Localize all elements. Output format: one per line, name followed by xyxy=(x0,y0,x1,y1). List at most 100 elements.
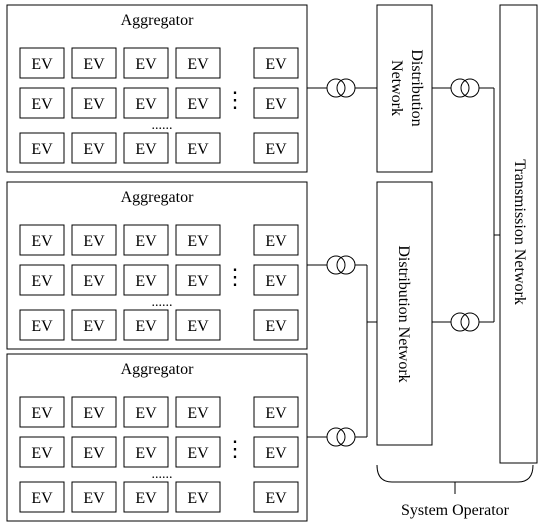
ev-label: EV xyxy=(135,233,157,250)
ev-box: EV xyxy=(175,436,221,468)
horizontal-ellipsis: ...... xyxy=(152,295,173,310)
ev-box: EV xyxy=(123,481,169,513)
ev-box: EV xyxy=(175,224,221,256)
ev-box: EV xyxy=(71,309,117,341)
ev-label: EV xyxy=(83,445,105,462)
aggregator-label: Aggregator xyxy=(121,12,195,29)
ev-label: EV xyxy=(265,96,287,113)
ev-box: EV xyxy=(123,264,169,296)
ev-label: EV xyxy=(31,56,53,73)
ev-box: EV xyxy=(123,224,169,256)
ev-label: EV xyxy=(83,233,105,250)
vertical-ellipsis: ⋮ xyxy=(224,436,246,461)
ev-box: EV xyxy=(253,396,299,428)
ev-label: EV xyxy=(83,141,105,158)
transformer-3 xyxy=(326,255,356,275)
ev-label: EV xyxy=(265,233,287,250)
ev-box: EV xyxy=(253,87,299,119)
ev-box: EV xyxy=(123,309,169,341)
ev-box: EV xyxy=(175,481,221,513)
ev-box: EV xyxy=(123,436,169,468)
transmission-network xyxy=(499,4,538,464)
ev-box: EV xyxy=(71,436,117,468)
ev-label: EV xyxy=(187,141,209,158)
ev-box: EV xyxy=(253,436,299,468)
ev-box: EV xyxy=(71,224,117,256)
transformer-2 xyxy=(450,78,480,98)
ev-label: EV xyxy=(135,273,157,290)
ev-label: EV xyxy=(265,490,287,507)
ev-label: EV xyxy=(265,273,287,290)
ev-label: EV xyxy=(265,318,287,335)
aggregator-label: Aggregator xyxy=(121,361,195,378)
ev-label: EV xyxy=(83,405,105,422)
system-operator-bracket xyxy=(376,464,534,483)
ev-label: EV xyxy=(187,490,209,507)
ev-box: EV xyxy=(71,47,117,79)
ev-box: EV xyxy=(175,132,221,164)
ev-label: EV xyxy=(187,405,209,422)
distribution-network-top xyxy=(376,4,433,173)
vertical-ellipsis: ⋮ xyxy=(224,264,246,289)
ev-box: EV xyxy=(253,309,299,341)
ev-box: EV xyxy=(123,47,169,79)
ev-box: EV xyxy=(123,396,169,428)
ev-box: EV xyxy=(71,481,117,513)
ev-label: EV xyxy=(31,490,53,507)
ev-label: EV xyxy=(83,56,105,73)
ev-box: EV xyxy=(71,132,117,164)
ev-label: EV xyxy=(31,96,53,113)
ev-box: EV xyxy=(175,87,221,119)
horizontal-ellipsis: ...... xyxy=(152,467,173,482)
distribution-network-top-label-2: Network xyxy=(388,60,405,116)
ev-label: EV xyxy=(31,445,53,462)
ev-label: EV xyxy=(31,273,53,290)
ev-box: EV xyxy=(253,132,299,164)
ev-label: EV xyxy=(135,56,157,73)
ev-box: EV xyxy=(19,132,65,164)
ev-box: EV xyxy=(19,436,65,468)
ev-label: EV xyxy=(187,445,209,462)
ev-box: EV xyxy=(123,87,169,119)
ev-box: EV xyxy=(175,309,221,341)
ev-label: EV xyxy=(187,318,209,335)
horizontal-ellipsis: ...... xyxy=(152,118,173,133)
ev-label: EV xyxy=(187,273,209,290)
transformer-1 xyxy=(326,78,356,98)
ev-box: EV xyxy=(253,481,299,513)
ev-box: EV xyxy=(253,47,299,79)
ev-box: EV xyxy=(19,481,65,513)
ev-label: EV xyxy=(135,96,157,113)
distribution-network-top-label-1: Distribution xyxy=(408,49,425,126)
ev-label: EV xyxy=(135,141,157,158)
ev-label: EV xyxy=(83,96,105,113)
ev-label: EV xyxy=(187,233,209,250)
ev-label: EV xyxy=(83,490,105,507)
transmission-network-label: Transmission Network xyxy=(511,159,528,305)
transformer-4 xyxy=(326,427,356,447)
ev-label: EV xyxy=(31,405,53,422)
ev-label: EV xyxy=(135,490,157,507)
ev-label: EV xyxy=(265,141,287,158)
ev-label: EV xyxy=(31,233,53,250)
ev-label: EV xyxy=(135,318,157,335)
ev-box: EV xyxy=(71,264,117,296)
ev-label: EV xyxy=(83,273,105,290)
ev-label: EV xyxy=(31,141,53,158)
ev-box: EV xyxy=(175,264,221,296)
vertical-ellipsis: ⋮ xyxy=(224,87,246,112)
ev-box: EV xyxy=(19,309,65,341)
ev-box: EV xyxy=(175,396,221,428)
ev-box: EV xyxy=(71,396,117,428)
ev-box: EV xyxy=(71,87,117,119)
ev-label: EV xyxy=(265,56,287,73)
transformer-5 xyxy=(450,312,480,332)
ev-label: EV xyxy=(135,445,157,462)
aggregator-label: Aggregator xyxy=(121,189,195,206)
distribution-network-bottom xyxy=(376,181,433,446)
